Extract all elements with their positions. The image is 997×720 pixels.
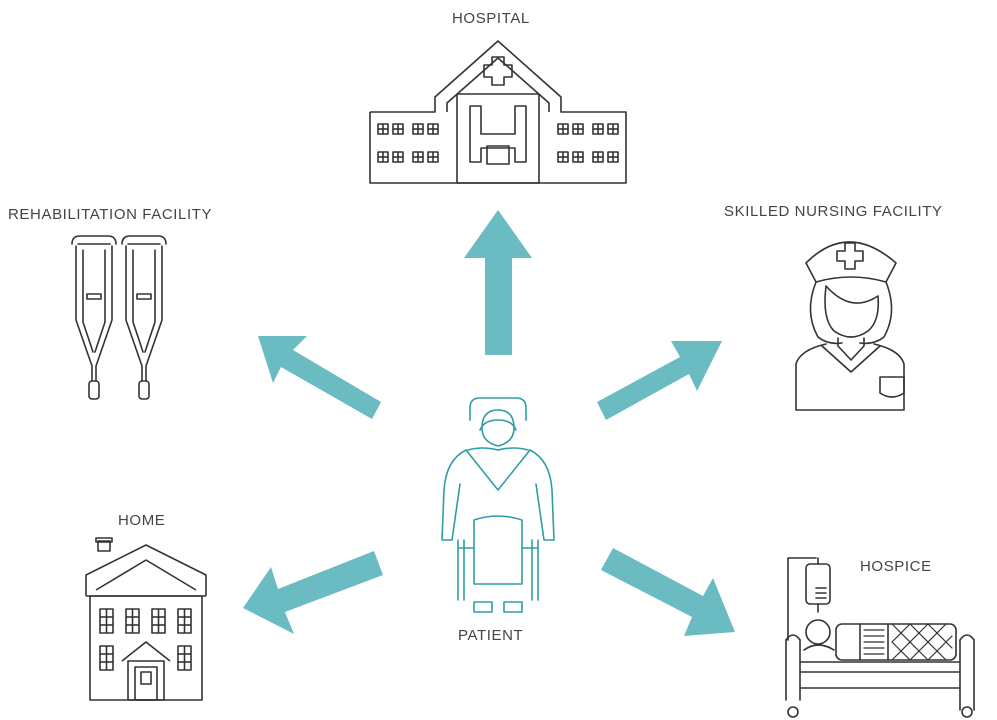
arrow-to-home: [243, 551, 383, 634]
rehabilitation-facility-label: REHABILITATION FACILITY: [8, 206, 213, 223]
arrow-to-hospital: [464, 210, 532, 355]
home-label: HOME: [118, 512, 166, 529]
skilled-nursing-facility-label: SKILLED NURSING FACILITY: [724, 203, 943, 220]
arrow-to-rehab: [258, 336, 381, 419]
nurse-icon: [795, 241, 905, 411]
house-icon: [85, 537, 207, 701]
arrow-to-hospice: [601, 548, 735, 636]
hospice-label: HOSPICE: [860, 558, 932, 575]
patient-label: PATIENT: [458, 627, 524, 644]
hospital-bed-icon: [785, 557, 975, 718]
arrow-to-skilled-nursing: [597, 341, 722, 420]
hospital-building-icon: [369, 40, 627, 184]
hospital-label: HOSPITAL: [452, 10, 530, 27]
patient-in-wheelchair-icon: [441, 397, 555, 613]
crutches-icon: [71, 235, 167, 400]
